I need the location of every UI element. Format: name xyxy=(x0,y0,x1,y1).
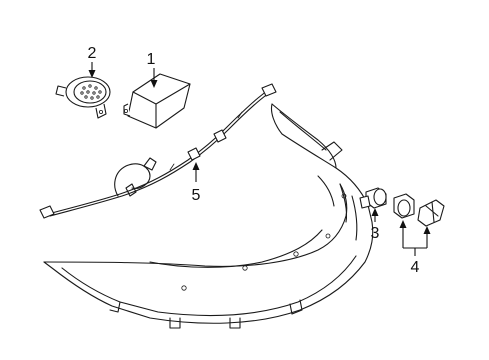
callout-5: 5 xyxy=(192,162,201,204)
sensor-retainer-bracket xyxy=(393,193,445,227)
callout-3: 3 xyxy=(371,208,380,242)
rear-bumper-cover xyxy=(43,103,374,329)
callout-number-4: 4 xyxy=(411,259,420,276)
callout-number-2: 2 xyxy=(88,45,97,62)
callout-1: 1 xyxy=(147,51,158,88)
callout-number-3: 3 xyxy=(371,225,380,242)
alarm-horn xyxy=(55,76,111,119)
parking-sensor xyxy=(359,187,387,209)
wiring-harness xyxy=(39,83,277,219)
control-module xyxy=(123,73,191,129)
callout-2: 2 xyxy=(88,45,97,78)
callout-4: 4 xyxy=(399,220,431,276)
callout-number-1: 1 xyxy=(147,51,156,68)
callout-number-5: 5 xyxy=(192,187,201,204)
